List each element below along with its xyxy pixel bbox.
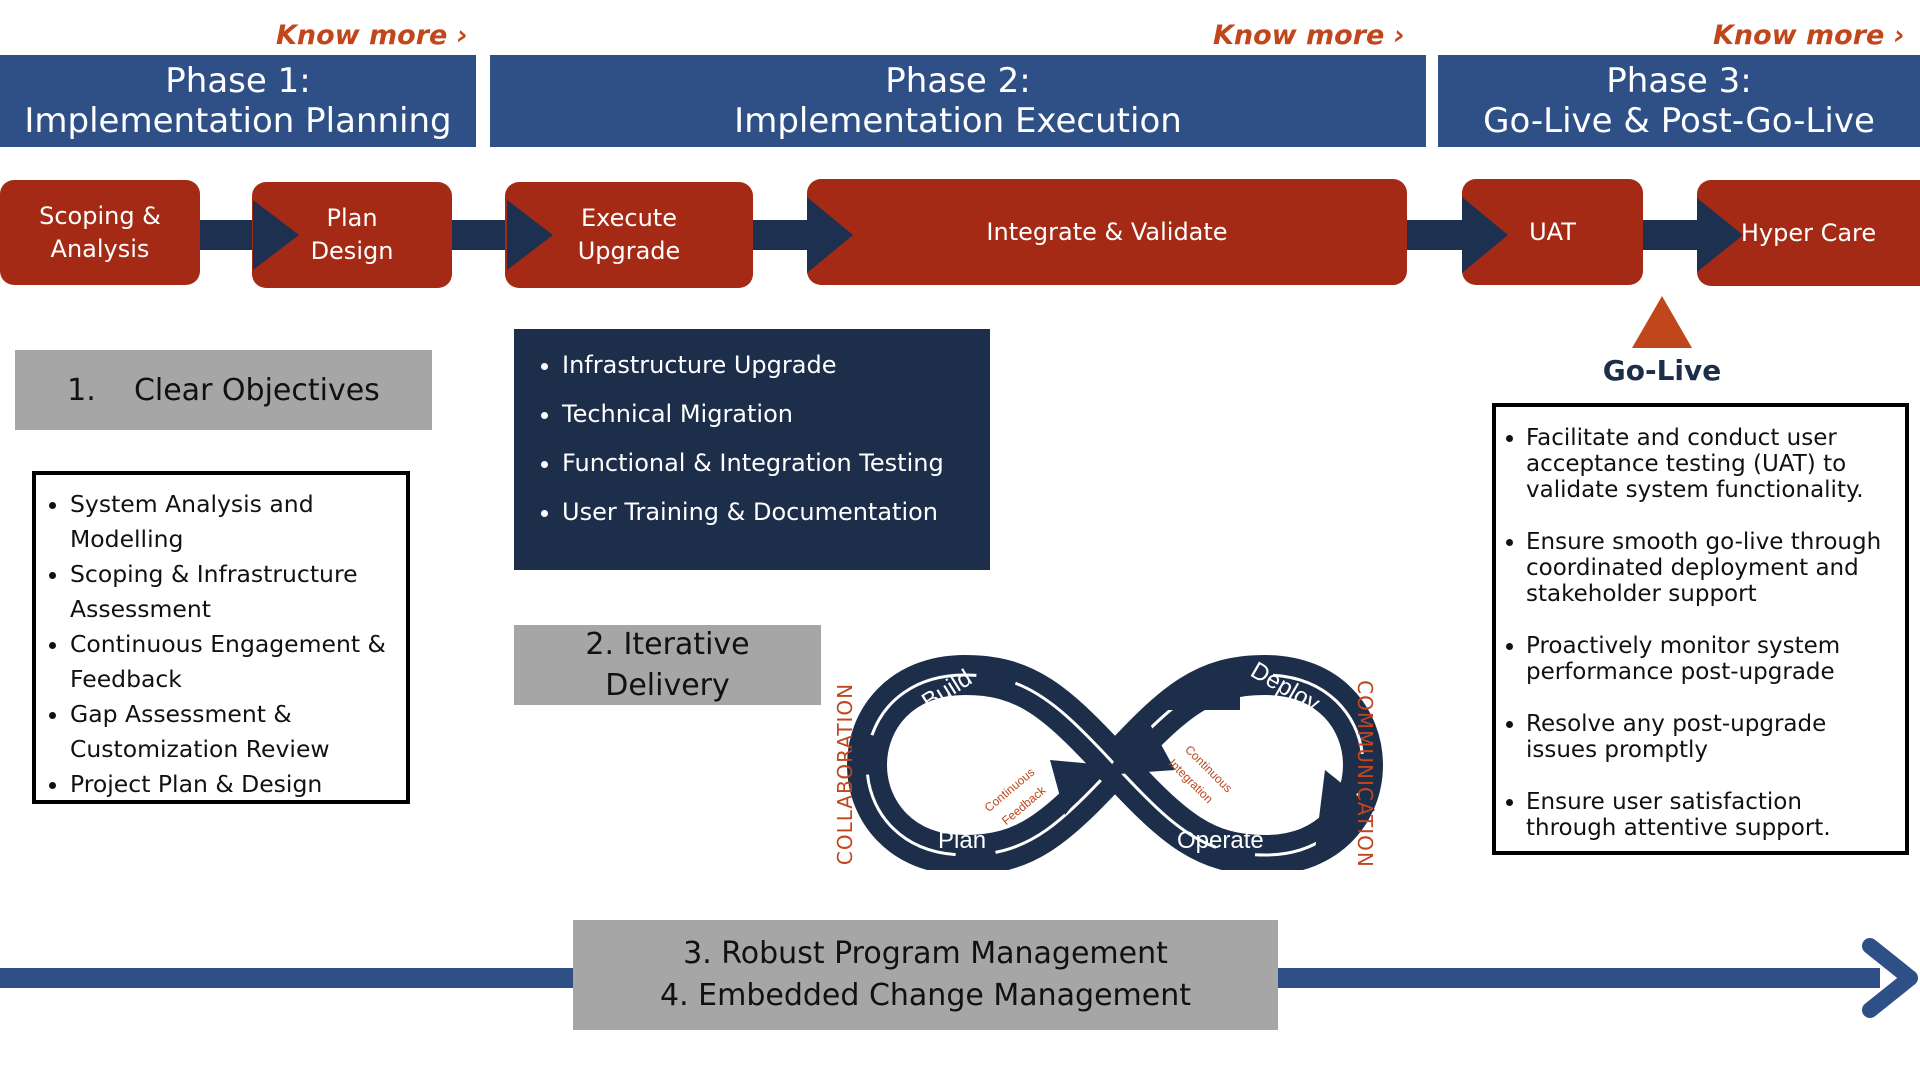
list-item: Technical Migration (562, 390, 980, 439)
step-label-line1: Plan (326, 204, 378, 232)
go-live-triangle-icon (1632, 296, 1692, 348)
clear-objectives-box: 1. Clear Objectives (15, 350, 432, 430)
connector-bar (449, 220, 509, 250)
management-box: 3. Robust Program Management 4. Embedded… (573, 920, 1278, 1030)
know-more-link-phase1[interactable]: Know more › (276, 20, 468, 51)
iterative-delivery-line1: 2. Iterative (585, 627, 750, 662)
list-item: Resolve any post-upgrade issues promptly (1526, 711, 1897, 763)
timeline-arrow-icon (1862, 938, 1918, 1018)
list-item: Ensure user satisfaction through attenti… (1526, 789, 1897, 841)
collaboration-label: COLLABORATION (833, 682, 857, 866)
loop-arrow-icon (1145, 660, 1240, 710)
execution-list-box: Infrastructure Upgrade Technical Migrati… (514, 329, 990, 570)
loop-label-operate: Operate (1177, 827, 1264, 854)
step-label: Hyper Care (1740, 218, 1877, 247)
step-scoping-analysis[interactable]: Scoping & Analysis (0, 180, 200, 285)
objectives-list-box: System Analysis and Modelling Scoping & … (32, 471, 410, 804)
list-item: Continuous Engagement & Feedback (70, 627, 394, 697)
list-item: Functional & Integration Testing (562, 439, 980, 488)
loop-label-plan: Plan (938, 827, 986, 854)
step-label: Integrate & Validate (986, 217, 1228, 246)
step-label-line2: Design (310, 237, 394, 265)
step-label-line2: Upgrade (577, 237, 681, 265)
change-management-label: 4. Embedded Change Management (660, 978, 1191, 1013)
step-label-line1: Execute (581, 204, 677, 232)
phase-2-header: Phase 2: Implementation Execution (490, 55, 1426, 147)
list-item: Proactively monitor system performance p… (1526, 633, 1897, 685)
step-integrate-validate[interactable]: Integrate & Validate (807, 179, 1407, 285)
loop-arrow-icon (1050, 760, 1105, 815)
list-item: Ensure smooth go-live through coordinate… (1526, 529, 1897, 607)
communication-label: COMMUNICATION (1353, 680, 1377, 868)
step-uat[interactable]: UAT (1462, 179, 1643, 285)
phase-1-title: Implementation Planning (24, 101, 452, 141)
step-label-line2: Analysis (50, 234, 150, 263)
objectives-list: System Analysis and Modelling Scoping & … (42, 487, 394, 802)
phase-2-title: Implementation Execution (734, 101, 1182, 141)
phase-3-number: Phase 3: (1606, 61, 1752, 101)
connector-bar (1403, 220, 1463, 250)
list-item: Project Plan & Design (70, 767, 394, 802)
phase-3-title: Go-Live & Post-Go-Live (1483, 101, 1875, 141)
phase-1-number: Phase 1: (165, 61, 311, 101)
list-item: User Training & Documentation (562, 488, 980, 537)
loop-arrow-icon (1315, 770, 1375, 850)
phase-1-header: Phase 1: Implementation Planning (0, 55, 476, 147)
know-more-link-phase2[interactable]: Know more › (1213, 20, 1405, 51)
connector-bar (749, 220, 809, 250)
golive-list-box: Facilitate and conduct user acceptance t… (1492, 403, 1909, 855)
iterative-delivery-box: 2. Iterative Delivery (514, 625, 821, 705)
connector-bar (1639, 220, 1699, 250)
know-more-link-phase3[interactable]: Know more › (1713, 20, 1905, 51)
iterative-delivery-line2: Delivery (605, 668, 730, 703)
list-item: Gap Assessment & Customization Review (70, 697, 394, 767)
program-management-label: 3. Robust Program Management (683, 936, 1168, 971)
step-label: UAT (1529, 217, 1576, 246)
step-label-line1: Scoping & (39, 201, 161, 230)
golive-list: Facilitate and conduct user acceptance t… (1498, 425, 1897, 841)
phase-3-header: Phase 3: Go-Live & Post-Go-Live (1438, 55, 1920, 147)
infinity-loop-diagram: Build Deploy Plan Operate Continuous Fee… (846, 654, 1384, 870)
list-item: Scoping & Infrastructure Assessment (70, 557, 394, 627)
list-item: Facilitate and conduct user acceptance t… (1526, 425, 1897, 503)
connector-bar (195, 220, 255, 250)
go-live-label: Go-Live (1602, 354, 1722, 387)
execution-list: Infrastructure Upgrade Technical Migrati… (534, 341, 980, 537)
clear-objectives-title: 1. Clear Objectives (67, 372, 380, 408)
loop-arrow-icon (1105, 715, 1175, 775)
list-item: Infrastructure Upgrade (562, 341, 980, 390)
step-hyper-care[interactable]: Hyper Care (1697, 180, 1920, 286)
list-item: System Analysis and Modelling (70, 487, 394, 557)
phase-2-number: Phase 2: (885, 61, 1031, 101)
